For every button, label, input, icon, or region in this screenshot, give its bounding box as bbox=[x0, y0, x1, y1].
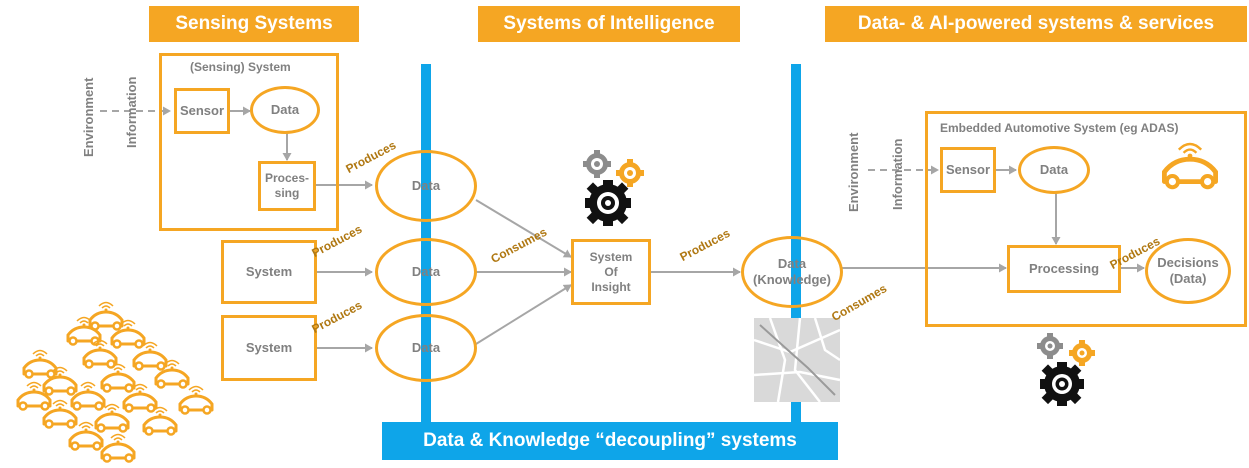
data-ellipse-right: Data bbox=[1018, 146, 1090, 194]
data-ellipse-1: Data bbox=[375, 150, 477, 222]
banner-data-ai-services: Data- & AI-powered systems & services bbox=[825, 6, 1247, 42]
data1-to-soi-arrow bbox=[475, 199, 572, 258]
processing-label-left: Proces- sing bbox=[264, 171, 310, 200]
sensor-box-left: Sensor bbox=[174, 88, 230, 134]
data-ellipse-2: Data bbox=[375, 238, 477, 306]
banner-systems-of-intelligence: Systems of Intelligence bbox=[478, 6, 740, 42]
information-label-right: Information bbox=[890, 138, 905, 211]
environment-label-right: Environment bbox=[846, 132, 861, 212]
processing-box-left: Proces- sing bbox=[258, 161, 316, 211]
system-box-1: System bbox=[221, 240, 317, 304]
information-label-left: Information bbox=[124, 76, 139, 149]
system-of-insight-label: System Of Insight bbox=[589, 249, 633, 294]
embedded-automotive-frame bbox=[925, 111, 1247, 327]
banner-decoupling-systems: Data & Knowledge “decoupling” systems bbox=[382, 422, 838, 460]
knowledge-label: Data (Knowledge) bbox=[753, 255, 831, 287]
system-of-insight-box: System Of Insight bbox=[571, 239, 651, 305]
sensing-system-frame bbox=[159, 53, 339, 231]
sensor-box-right: Sensor bbox=[940, 147, 996, 193]
data3-to-soi-arrow bbox=[475, 284, 572, 345]
processing-box-right: Processing bbox=[1007, 245, 1121, 293]
data-ellipse-3: Data bbox=[375, 314, 477, 382]
banner-sensing-systems: Sensing Systems bbox=[149, 6, 359, 42]
decisions-ellipse: Decisions (Data) bbox=[1145, 238, 1231, 304]
knowledge-ellipse: Data (Knowledge) bbox=[741, 236, 843, 308]
data-ellipse-left: Data bbox=[250, 86, 320, 134]
decisions-label: Decisions (Data) bbox=[1157, 254, 1219, 286]
system-box-2: System bbox=[221, 315, 317, 381]
sensing-system-title: (Sensing) System bbox=[190, 60, 291, 74]
environment-label-left: Environment bbox=[81, 77, 96, 157]
embedded-automotive-title: Embedded Automotive System (eg ADAS) bbox=[940, 121, 1179, 135]
